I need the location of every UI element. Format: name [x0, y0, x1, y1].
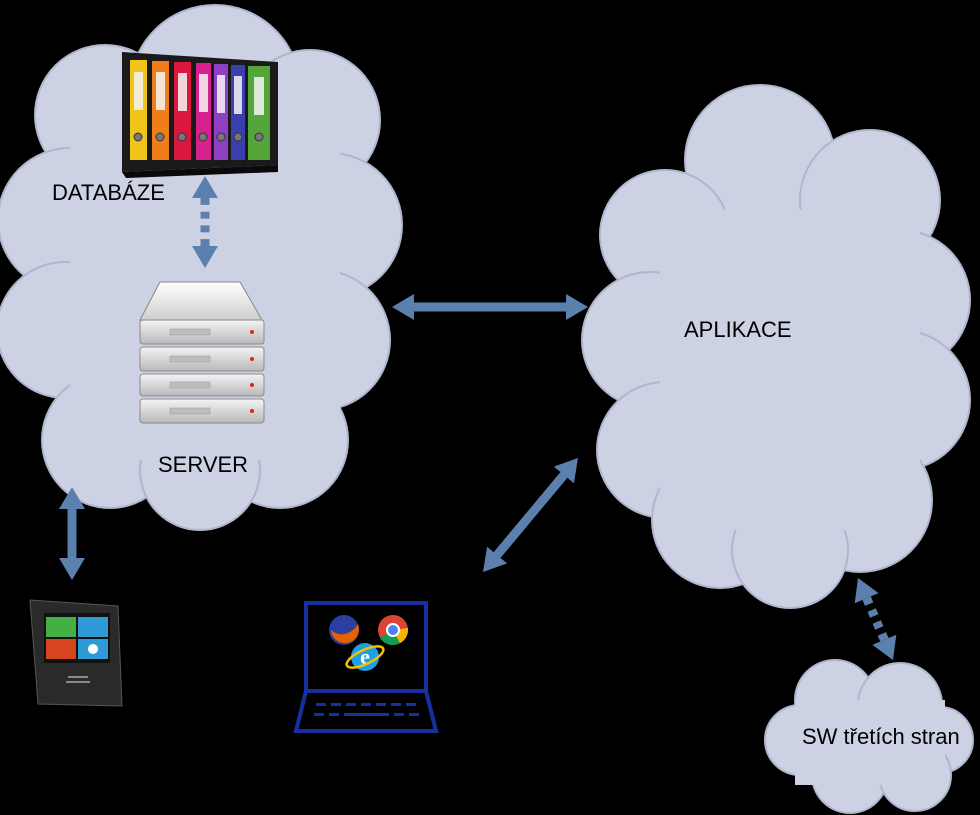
chrome-icon [378, 615, 409, 645]
arrow-laptop-application [483, 458, 578, 572]
laptop-browsers-icon: e [293, 601, 439, 733]
application-cloud-fill [660, 210, 920, 530]
third-party-cloud-fill [795, 700, 945, 785]
application-label: APLIKACE [684, 317, 792, 342]
attendance-terminal-icon [29, 599, 123, 707]
arrow-database-server [192, 176, 218, 268]
database-label: DATABÁZE [52, 180, 165, 205]
ie-icon: e [345, 643, 385, 671]
arrow-terminal-server [59, 487, 85, 580]
binders-icon [122, 52, 278, 178]
server-label: SERVER [158, 452, 248, 477]
firefox-icon [329, 615, 359, 645]
arrow-application-third_party [854, 578, 897, 660]
arrow-server-application [392, 294, 588, 320]
third-party-label: SW třetích stran [802, 724, 960, 749]
server-rack-icon [139, 281, 265, 424]
svg-text:e: e [360, 644, 370, 669]
